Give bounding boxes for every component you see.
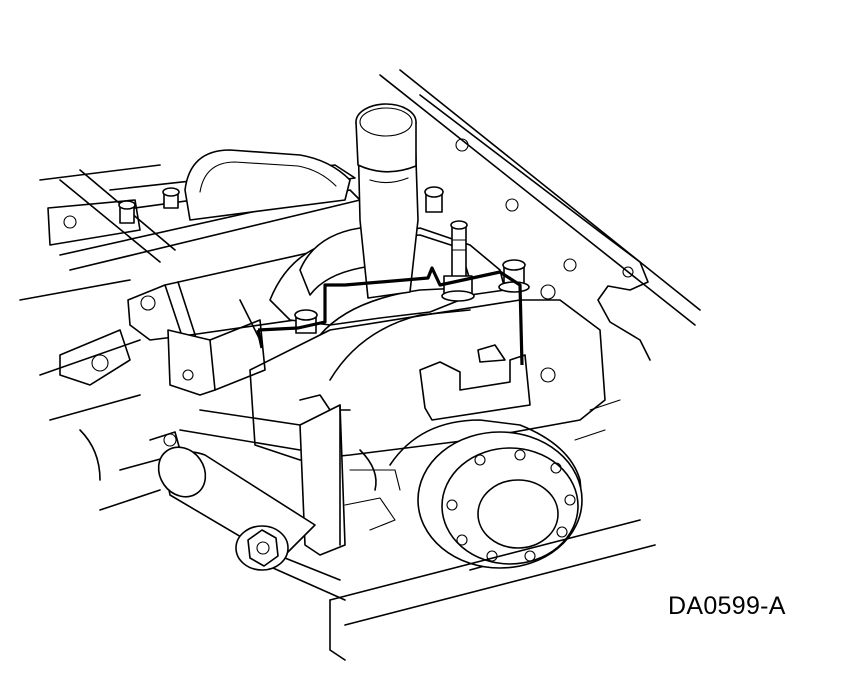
bearing-cap-outline [256, 266, 524, 366]
seal-dome [184, 149, 351, 221]
front-lower-rails [79, 429, 656, 661]
bolt-left-top [118, 200, 136, 224]
slide-hammer [299, 103, 419, 299]
misc-details [344, 399, 621, 531]
adapter-tube [157, 446, 346, 601]
left-bracket [167, 319, 266, 396]
flywheel-bolt-holes [446, 449, 576, 562]
front-cover-flywheel [359, 419, 583, 571]
bolt-dome [162, 187, 180, 209]
crankcase-left-rail [19, 164, 361, 421]
bolt-center-top [424, 186, 444, 213]
figure-code: DA0599-A [668, 592, 786, 620]
bolts [118, 186, 530, 334]
